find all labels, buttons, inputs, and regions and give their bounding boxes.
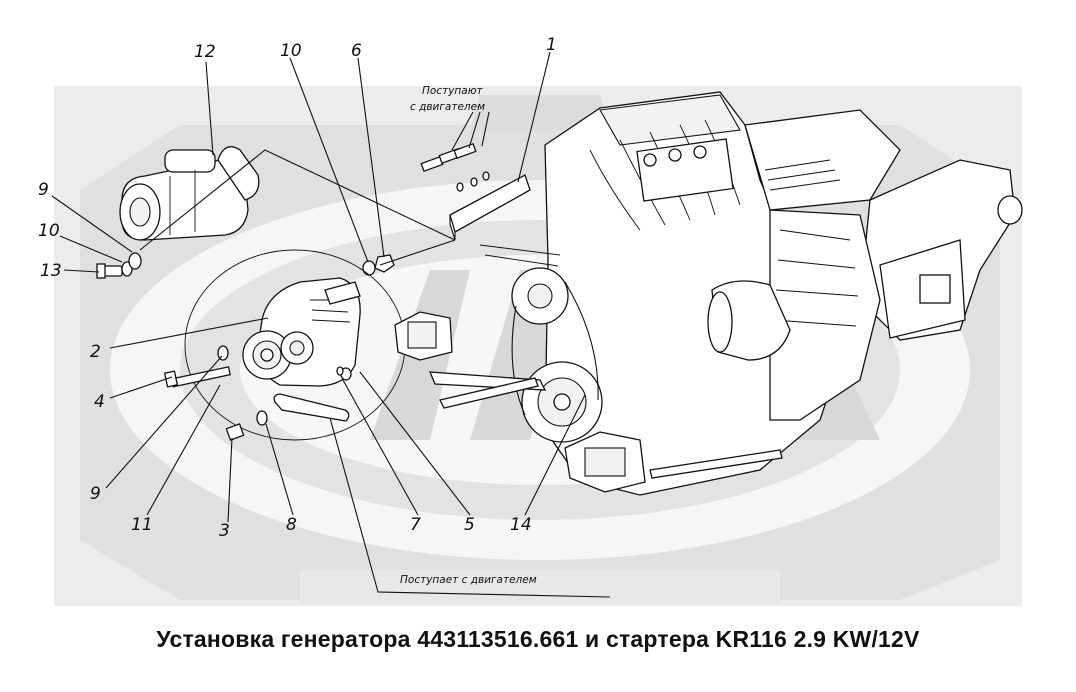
callout-6: 6 [351,41,362,61]
callout-9-bottom: 9 [90,484,101,504]
callout-1: 1 [546,35,557,55]
note-from-engine-line2: с двигателем [410,101,485,113]
diagram-caption: Установка генератора 443113516.661 и ста… [156,626,920,652]
callout-14: 14 [510,515,532,535]
notes: Поступают с двигателем Поступает с двига… [400,85,537,586]
callout-13: 13 [40,261,62,281]
callout-9-top: 9 [38,180,49,200]
starter-motor [119,146,260,241]
leader-lines [51,51,611,598]
callout-labels: 12 10 6 1 9 10 13 2 4 9 11 3 8 7 5 14 [38,35,557,541]
callout-11: 11 [131,515,153,535]
callout-8: 8 [286,515,297,535]
starter-bolt-set [96,252,142,279]
callout-10-top: 10 [280,41,302,61]
alternator-group [163,249,406,441]
callout-12: 12 [194,42,216,62]
callout-5: 5 [464,515,475,535]
guide-lines [139,149,456,266]
callout-4: 4 [94,392,105,412]
engine-assembly [394,91,1023,496]
callout-2: 2 [90,342,101,362]
bracket-plate [420,142,531,241]
note-from-engine-single: Поступает с двигателем [400,574,537,586]
callout-3: 3 [219,521,230,541]
note-from-engine-line1: Поступают [422,85,484,97]
callout-7: 7 [410,515,421,535]
callout-10-left: 10 [38,221,60,241]
